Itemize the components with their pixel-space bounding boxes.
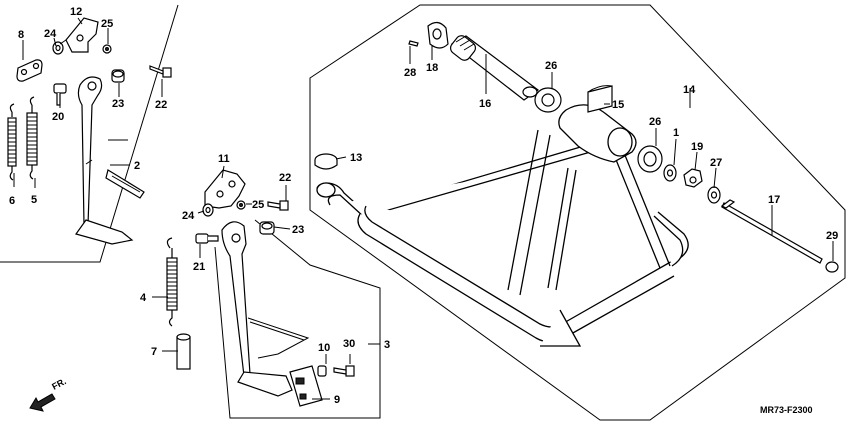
pin-28 (408, 40, 419, 47)
callout-13: 13 (350, 152, 362, 164)
collar-18 (427, 21, 449, 49)
callout-22b: 22 (279, 172, 291, 184)
washer-1 (663, 164, 677, 182)
main-stand-14 (316, 104, 689, 347)
washer-25b (236, 200, 246, 210)
washer-24 (52, 41, 64, 55)
bolt-20 (53, 83, 67, 106)
callout-4: 4 (140, 292, 147, 304)
nut-23 (111, 69, 125, 83)
collar-7 (176, 333, 191, 370)
washer-24b (202, 203, 214, 217)
bolt-21 (195, 233, 219, 244)
callout-20: 20 (52, 111, 64, 123)
callout-5: 5 (31, 194, 37, 206)
callout-2: 2 (134, 160, 140, 172)
callout-22: 22 (155, 99, 167, 111)
bolt-30 (333, 365, 355, 377)
callout-25: 25 (101, 18, 113, 30)
bearing-26b (637, 145, 663, 173)
callout-25b: 25 (252, 199, 264, 211)
callout-24b: 24 (182, 210, 195, 222)
plate-8 (16, 59, 43, 82)
callout-7: 7 (151, 346, 157, 358)
spring-4 (166, 237, 178, 327)
callout-10: 10 (318, 342, 330, 354)
callout-6: 6 (9, 195, 15, 207)
rubber-9 (289, 365, 323, 407)
leader-lines (13, 17, 834, 400)
callout-12: 12 (70, 6, 82, 18)
shaft-16 (449, 35, 540, 101)
callout-23b: 23 (292, 224, 304, 236)
callout-29: 29 (826, 230, 838, 242)
callout-labels: 6 5 8 24 12 25 23 22 20 2 11 24 25 22 23… (9, 6, 838, 406)
callout-9: 9 (334, 394, 340, 406)
washer-27 (707, 186, 721, 204)
bolt-22 (149, 65, 172, 78)
bearing-26 (534, 87, 562, 113)
collar-15 (587, 85, 613, 113)
nut-25 (102, 44, 112, 54)
callout-23: 23 (112, 98, 124, 110)
lower-inset (214, 219, 381, 419)
callout-21: 21 (193, 261, 205, 273)
bracket-12 (59, 17, 99, 53)
callout-15: 15 (612, 99, 624, 111)
callout-26: 26 (545, 60, 557, 72)
callout-18: 18 (426, 62, 438, 74)
spring-6 (7, 103, 17, 181)
cap-13 (314, 153, 338, 170)
callout-3: 3 (384, 339, 390, 351)
side-stand-2 (75, 76, 145, 245)
spring-5 (26, 96, 38, 180)
nut-19 (683, 168, 703, 188)
front-label: FR. (50, 376, 67, 392)
upper-left-inset (0, 4, 179, 263)
callout-27: 27 (710, 157, 722, 169)
front-direction-arrow: FR. (29, 376, 68, 412)
callout-17: 17 (768, 194, 780, 206)
clip-29 (825, 261, 839, 273)
side-stand-3 (221, 221, 310, 397)
bolt-22b (267, 200, 289, 211)
figure-code: MR73-F2300 (760, 405, 813, 415)
callout-1: 1 (673, 127, 679, 139)
callout-16: 16 (479, 98, 491, 110)
callout-11: 11 (218, 153, 230, 165)
callout-14: 14 (683, 84, 696, 96)
callout-19: 19 (691, 141, 703, 153)
callout-8: 8 (18, 29, 24, 41)
nut-23b (259, 221, 275, 235)
callout-24: 24 (44, 28, 57, 40)
callout-28: 28 (404, 67, 416, 79)
pin-10 (317, 365, 327, 377)
callout-26b: 26 (649, 116, 661, 128)
callout-30: 30 (343, 338, 355, 350)
main-stand-inset (309, 4, 846, 421)
